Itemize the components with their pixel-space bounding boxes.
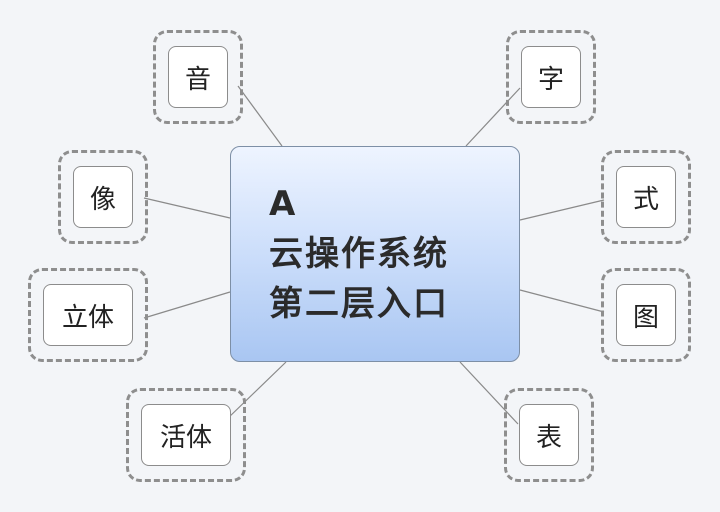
central-topic-line-3: 第二层入口 bbox=[269, 284, 449, 324]
node-tu: 图 bbox=[616, 284, 676, 346]
node-xiang: 像 bbox=[73, 166, 133, 228]
connector-tu bbox=[519, 289, 605, 313]
connector-zi bbox=[465, 87, 521, 147]
central-topic: A 云操作系统 第二层入口 bbox=[230, 146, 520, 362]
central-topic-line-2: 云操作系统 bbox=[269, 234, 449, 274]
connector-huoti bbox=[225, 361, 287, 421]
node-frame-huoti bbox=[126, 388, 246, 482]
node-shi: 式 bbox=[616, 166, 676, 228]
node-frame-liti bbox=[28, 268, 148, 362]
node-yin: 音 bbox=[168, 46, 228, 108]
node-frame-biao bbox=[504, 388, 594, 482]
node-frame-xiang bbox=[58, 150, 148, 244]
node-frame-shi bbox=[601, 150, 691, 244]
node-liti: 立体 bbox=[43, 284, 133, 346]
node-zi: 字 bbox=[521, 46, 581, 108]
connector-xiang bbox=[143, 197, 231, 219]
node-frame-zi bbox=[506, 30, 596, 124]
connector-biao bbox=[459, 361, 519, 425]
node-biao: 表 bbox=[519, 404, 579, 466]
connector-shi bbox=[519, 199, 605, 221]
central-topic-line-1: A bbox=[269, 184, 298, 224]
node-huoti: 活体 bbox=[141, 404, 231, 466]
node-frame-yin bbox=[153, 30, 243, 124]
connector-yin bbox=[237, 85, 283, 147]
connector-liti bbox=[143, 291, 231, 319]
node-frame-tu bbox=[601, 268, 691, 362]
